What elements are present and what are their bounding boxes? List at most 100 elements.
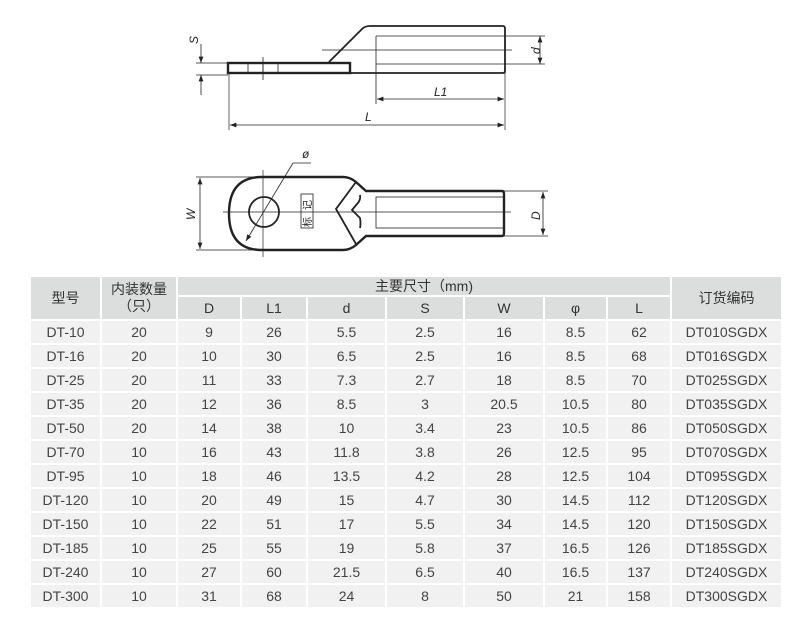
cell-d: 8.5	[308, 393, 385, 415]
cell-phi: 12.5	[545, 465, 606, 487]
cell-model: DT-95	[31, 465, 100, 487]
cell-qty: 10	[102, 489, 176, 511]
cell-qty: 10	[102, 561, 176, 583]
cell-qty: 10	[102, 465, 176, 487]
cell-s: 3	[387, 393, 463, 415]
cell-model: DT-50	[31, 417, 100, 439]
label-D: D	[529, 211, 543, 220]
cell-s: 5.5	[387, 513, 463, 535]
cell-w: 40	[465, 561, 543, 583]
cell-d: 7.3	[308, 369, 385, 391]
cell-d: 13.5	[308, 465, 385, 487]
cell-code: DT050SGDX	[672, 417, 781, 439]
cell-phi: 21	[545, 585, 606, 607]
cell-code: DT185SGDX	[672, 537, 781, 559]
cell-code: DT240SGDX	[672, 561, 781, 583]
cell-code: DT120SGDX	[672, 489, 781, 511]
cell-l: 86	[608, 417, 670, 439]
cell-code: DT070SGDX	[672, 441, 781, 463]
label-L1: L1	[434, 85, 447, 99]
cell-phi: 12.5	[545, 441, 606, 463]
cell-l1: 26	[242, 321, 306, 343]
cell-code: DT150SGDX	[672, 513, 781, 535]
cell-phi: 8.5	[545, 345, 606, 367]
header-qty-line2: （只）	[118, 298, 160, 314]
cell-s: 5.8	[387, 537, 463, 559]
label-S: S	[187, 36, 201, 44]
cell-phi: 16.5	[545, 561, 606, 583]
header-L: L	[608, 297, 670, 319]
cell-d: 5.5	[308, 321, 385, 343]
cell-s: 6.5	[387, 561, 463, 583]
cell-w: 30	[465, 489, 543, 511]
cell-d: 15	[308, 489, 385, 511]
cell-w: 37	[465, 537, 543, 559]
cell-d: 6.5	[308, 345, 385, 367]
technical-drawing: S d L1 L ø W D 记 标	[184, 25, 548, 257]
cell-l: 112	[608, 489, 670, 511]
cell-code: DT025SGDX	[672, 369, 781, 391]
cell-l: 137	[608, 561, 670, 583]
cell-l1: 49	[242, 489, 306, 511]
top-view	[196, 162, 548, 257]
cell-l: 158	[608, 585, 670, 607]
cell-l1: 46	[242, 465, 306, 487]
marking-char-2: 记	[302, 200, 314, 210]
cell-phi: 8.5	[545, 321, 606, 343]
cell-l1: 33	[242, 369, 306, 391]
cell-l1: 51	[242, 513, 306, 535]
cell-w: 23	[465, 417, 543, 439]
cell-phi: 10.5	[545, 417, 606, 439]
cell-phi: 8.5	[545, 369, 606, 391]
cell-d: 24	[308, 585, 385, 607]
cell-l: 120	[608, 513, 670, 535]
cell-qty: 10	[102, 441, 176, 463]
cell-code: DT035SGDX	[672, 393, 781, 415]
cell-w: 16	[465, 321, 543, 343]
cell-d: 18	[178, 465, 240, 487]
cell-qty: 20	[102, 369, 176, 391]
cell-s: 2.5	[387, 321, 463, 343]
cell-l: 62	[608, 321, 670, 343]
cell-s: 3.4	[387, 417, 463, 439]
cell-d: 19	[308, 537, 385, 559]
header-dimensions-group: 主要尺寸（mm)	[178, 277, 670, 295]
cell-phi: 14.5	[545, 513, 606, 535]
cell-l1: 60	[242, 561, 306, 583]
cell-model: DT-25	[31, 369, 100, 391]
cell-d: 16	[178, 441, 240, 463]
cell-d: 31	[178, 585, 240, 607]
cell-qty: 10	[102, 537, 176, 559]
cell-l1: 68	[242, 585, 306, 607]
cell-l: 70	[608, 369, 670, 391]
cell-l: 95	[608, 441, 670, 463]
label-d: d	[529, 47, 543, 54]
cell-d: 11	[178, 369, 240, 391]
cell-code: DT016SGDX	[672, 345, 781, 367]
label-phi: ø	[302, 147, 310, 161]
header-D: D	[178, 297, 240, 319]
header-qty: 内装数量 （只）	[102, 277, 176, 319]
cell-l1: 36	[242, 393, 306, 415]
cell-qty: 20	[102, 321, 176, 343]
cell-qty: 10	[102, 513, 176, 535]
cell-d: 27	[178, 561, 240, 583]
cell-d: 17	[308, 513, 385, 535]
cell-d: 12	[178, 393, 240, 415]
cell-d: 20	[178, 489, 240, 511]
cell-l1: 30	[242, 345, 306, 367]
cell-d: 11.8	[308, 441, 385, 463]
cell-model: DT-16	[31, 345, 100, 367]
label-L: L	[365, 110, 372, 124]
cell-w: 16	[465, 345, 543, 367]
spec-table: 型号 内装数量 （只） 主要尺寸（mm) 订货编码 D L1 d S W φ L…	[29, 275, 783, 609]
cell-s: 3.8	[387, 441, 463, 463]
